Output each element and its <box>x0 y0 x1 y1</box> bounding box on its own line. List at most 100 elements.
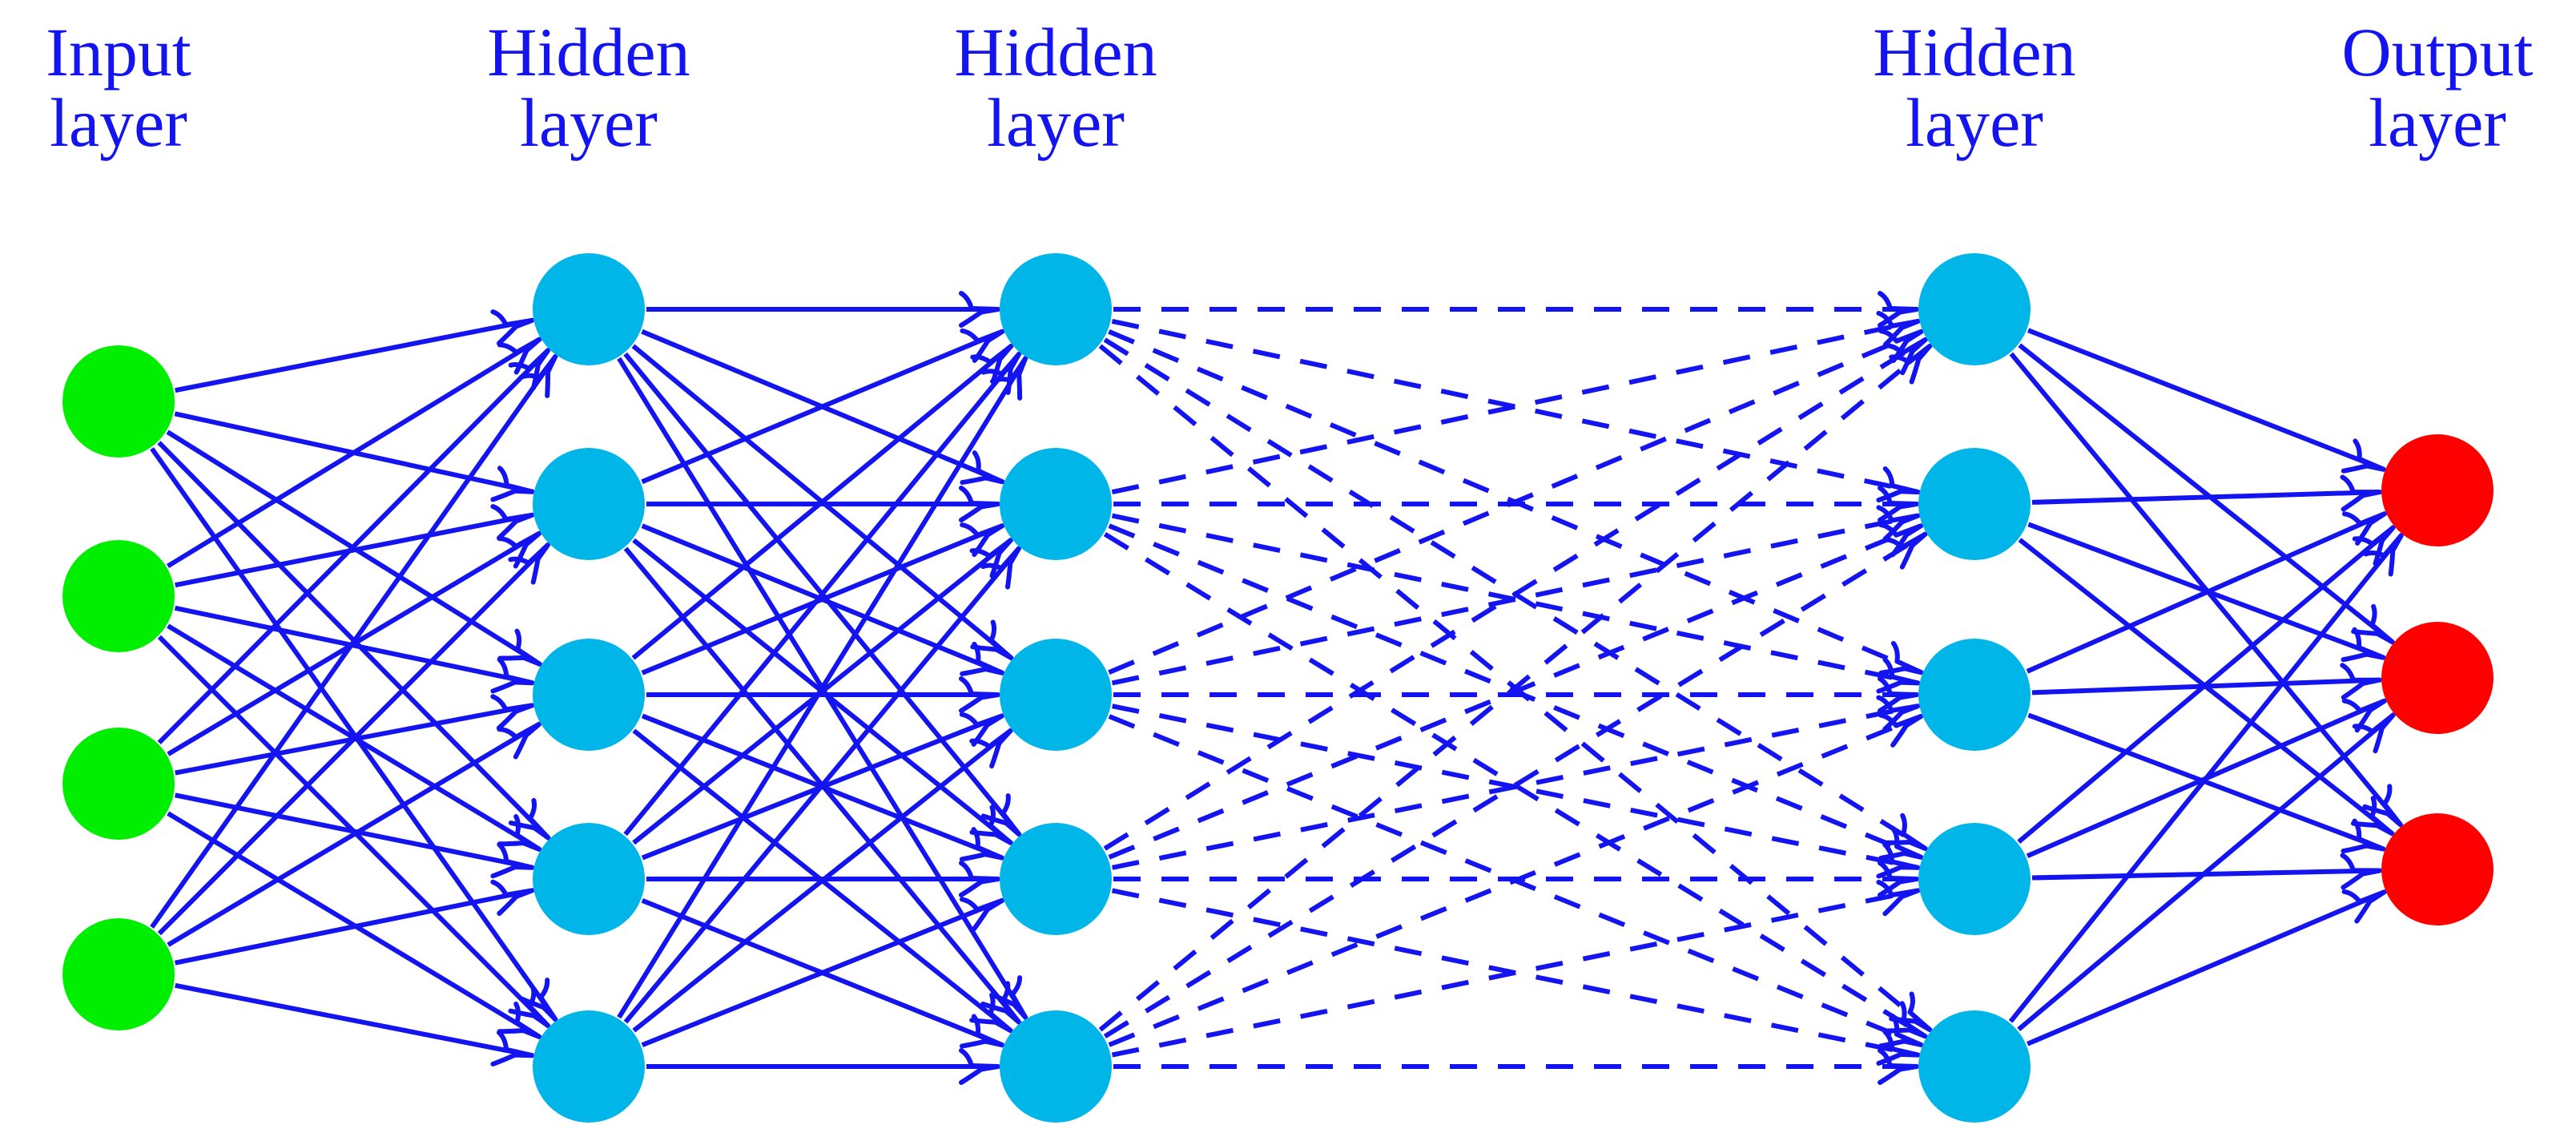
arrowhead-icon <box>497 1002 542 1039</box>
edge-hidden1-5-to-hidden2-3 <box>632 728 1012 1033</box>
node-hidden2-2[interactable] <box>1000 448 1112 560</box>
edge-hidden3-1-to-output-1 <box>2027 328 2385 472</box>
arrowhead-icon <box>1889 343 1933 385</box>
arrowhead-icon <box>1882 531 1928 570</box>
arrowhead-icon <box>2341 438 2386 474</box>
node-hidden1-3[interactable] <box>533 639 645 751</box>
node-output-3[interactable] <box>2381 813 2493 925</box>
node-output-2[interactable] <box>2381 622 2493 734</box>
arrowhead-icon <box>960 522 1005 558</box>
node-hidden3-3[interactable] <box>1918 639 2031 751</box>
output-layer-label-line1: Output <box>2341 14 2534 91</box>
edge-input-4-to-hidden1-3 <box>167 722 541 947</box>
edge-hidden3-4-to-output-1 <box>2017 526 2395 844</box>
node-output-1[interactable] <box>2381 434 2493 546</box>
node-hidden3-5[interactable] <box>1918 1010 2031 1123</box>
arrowhead-icon <box>980 793 1022 837</box>
arrowhead-icon <box>490 309 535 346</box>
arrowhead-icon <box>959 1048 1000 1085</box>
arrowhead-icon <box>1883 812 1928 852</box>
edge-input-1-to-hidden1-1 <box>175 317 533 393</box>
arrowhead-icon <box>508 542 551 585</box>
arrowhead-icon <box>508 986 551 1029</box>
arrowhead-icon <box>960 1014 1005 1049</box>
arrowheads-group <box>490 291 2404 1085</box>
edge-hidden3-3-to-output-1 <box>2026 511 2386 674</box>
input-layer-label-line1: Input <box>46 14 191 91</box>
arrowhead-icon <box>2340 474 2382 512</box>
node-input-4[interactable] <box>62 918 175 1030</box>
edge-hidden1-4-to-hidden2-1 <box>623 352 1021 837</box>
edge-hidden2-4-to-hidden3-3 <box>1112 704 1918 870</box>
arrowhead-icon <box>2341 818 2386 854</box>
arrowhead-icon <box>2352 525 2396 567</box>
node-hidden2-1[interactable] <box>1000 253 1112 365</box>
arrowhead-icon <box>490 694 535 731</box>
edge-input-3-to-hidden1-1 <box>157 348 550 745</box>
node-hidden1-2[interactable] <box>533 448 645 560</box>
arrowhead-icon <box>1878 1048 1919 1085</box>
hidden-layer-2-label-line1: Hidden <box>954 14 1157 91</box>
node-hidden3-2[interactable] <box>1918 448 2031 560</box>
edge-input-4-to-hidden1-4 <box>175 888 533 966</box>
edge-hidden1-3-to-hidden2-2 <box>641 523 1004 675</box>
node-hidden2-3[interactable] <box>1000 639 1112 751</box>
node-hidden2-5[interactable] <box>1000 1010 1112 1123</box>
arrowhead-icon <box>2340 853 2382 890</box>
output-layer-label-line2: layer <box>2369 83 2506 161</box>
edge-hidden1-2-to-hidden2-1 <box>641 329 1004 485</box>
edge-hidden3-5-to-output-3 <box>2027 889 2385 1046</box>
arrowhead-icon <box>518 353 558 398</box>
edge-hidden3-2-to-output-1 <box>2031 490 2381 505</box>
node-hidden2-4[interactable] <box>1000 823 1112 935</box>
arrowhead-icon <box>2363 533 2404 577</box>
edge-hidden2-3-to-hidden3-1 <box>1108 329 1922 675</box>
edge-input-2-to-hidden1-2 <box>175 512 533 588</box>
arrowhead-icon <box>497 337 542 375</box>
node-hidden3-1[interactable] <box>1918 253 2031 365</box>
node-hidden1-4[interactable] <box>533 823 645 935</box>
node-input-1[interactable] <box>62 345 175 458</box>
nodes-group <box>62 253 2493 1123</box>
node-input-3[interactable] <box>62 728 175 840</box>
arrowhead-icon <box>959 291 1000 328</box>
arrowhead-icon <box>990 356 1028 401</box>
edge-hidden2-5-to-hidden3-3 <box>1108 714 1922 1047</box>
arrowhead-icon <box>969 728 1013 769</box>
edge-hidden2-4-to-hidden3-2 <box>1108 523 1922 860</box>
edge-hidden1-5-to-hidden2-1 <box>617 357 1028 1019</box>
node-hidden1-5[interactable] <box>533 1010 645 1123</box>
node-hidden3-4[interactable] <box>1918 823 2031 935</box>
hidden-layer-1-label-line2: layer <box>520 83 658 161</box>
hidden-layer-2-label-line2: layer <box>987 83 1125 161</box>
edge-hidden2-4-to-hidden3-1 <box>1103 337 1927 851</box>
edge-hidden2-3-to-hidden3-2 <box>1111 513 1919 686</box>
edge-hidden2-5-to-hidden3-2 <box>1103 532 1927 1038</box>
arrowhead-icon <box>490 842 535 879</box>
arrowhead-icon <box>959 486 1000 522</box>
edge-hidden3-1-to-output-2 <box>2018 343 2394 644</box>
arrowhead-icon <box>980 546 1021 590</box>
hidden-layer-3-label-line2: layer <box>1906 83 2043 161</box>
arrowhead-icon <box>490 657 535 694</box>
arrowhead-icon <box>2341 698 2387 733</box>
edge-input-2-to-hidden1-1 <box>166 337 541 569</box>
arrowhead-icon <box>960 897 1005 932</box>
edge-hidden2-2-to-hidden3-1 <box>1111 318 1919 495</box>
hidden-layer-1-label-line1: Hidden <box>487 14 690 91</box>
edge-hidden1-5-to-hidden2-2 <box>623 546 1021 1024</box>
arrowhead-icon <box>2340 663 2382 700</box>
arrowhead-icon <box>508 797 551 841</box>
edge-input-4-to-hidden1-5 <box>175 982 533 1058</box>
node-hidden1-1[interactable] <box>533 253 645 365</box>
node-input-2[interactable] <box>62 540 175 652</box>
arrowhead-icon <box>497 530 542 569</box>
edge-hidden3-5-to-output-2 <box>2017 713 2395 1031</box>
edge-input-4-to-hidden1-2 <box>157 542 550 936</box>
arrowhead-icon <box>959 676 1000 713</box>
